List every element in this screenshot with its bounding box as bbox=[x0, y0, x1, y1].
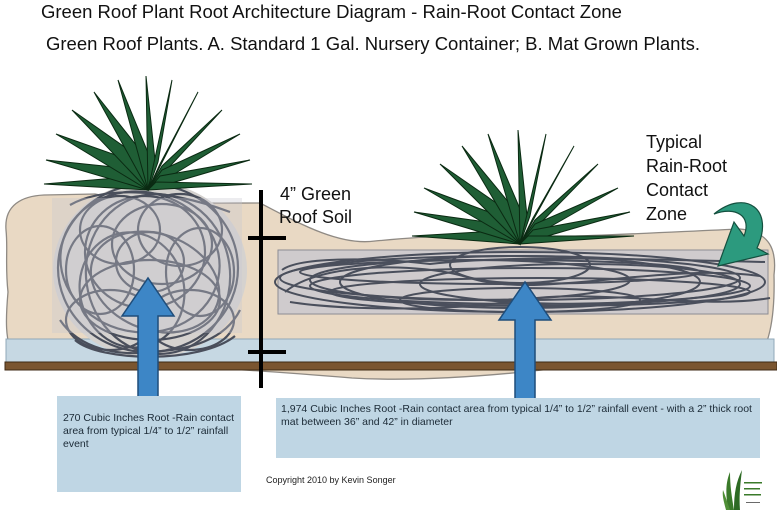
contact-zone-label-line2: Rain-Root bbox=[646, 156, 728, 176]
copyright-notice: Copyright 2010 by Kevin Songer bbox=[266, 475, 396, 485]
contact-zone-label-line3: Contact bbox=[646, 180, 709, 200]
mat-plant-foliage bbox=[411, 129, 635, 246]
roof-deck bbox=[4, 361, 777, 371]
contact-zone-label: Typical Rain-Root Contact Zone bbox=[646, 130, 727, 226]
soil-depth-label: 4” Green Roof Soil bbox=[279, 183, 352, 229]
rain-contact-arrow-a bbox=[120, 276, 176, 399]
grass-logo-icon bbox=[722, 470, 762, 510]
soil-depth-scale-bar bbox=[248, 190, 286, 388]
soil-depth-label-line2: Roof Soil bbox=[279, 207, 353, 227]
contact-zone-curved-arrow bbox=[713, 202, 770, 267]
diagram-title: Green Roof Plant Root Architecture Diagr… bbox=[41, 1, 622, 22]
contact-zone-label-line4: Zone bbox=[646, 204, 688, 224]
contact-zone-label-line1: Typical bbox=[646, 132, 703, 152]
diagram-subtitle: Green Roof Plants. A. Standard 1 Gal. Nu… bbox=[46, 33, 700, 54]
container-root-info-box: 270 Cubic Inches Root -Rain contact area… bbox=[57, 396, 241, 492]
container-root-ball bbox=[52, 182, 247, 358]
container-plant-foliage bbox=[43, 75, 253, 192]
rain-contact-arrow-b bbox=[497, 280, 553, 401]
mat-root-info-box: 1,974 Cubic Inches Root -Rain contact ar… bbox=[276, 398, 760, 458]
soil-depth-label-line1: 4” Green bbox=[280, 184, 352, 204]
